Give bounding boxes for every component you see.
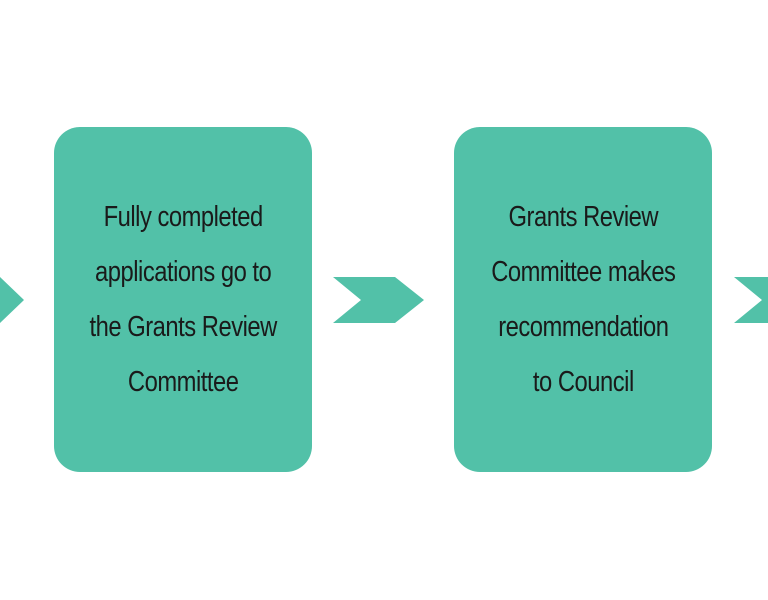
step-box-1: Fully completed applications go to the G… [54, 127, 312, 472]
chevron-arrow-icon-left-edge [0, 277, 24, 323]
step-box-2: Grants Review Committee makes recommenda… [454, 127, 712, 472]
step-1-label: Fully completed applications go to the G… [89, 200, 277, 398]
step-2-label: Grants Review Committee makes recommenda… [490, 200, 676, 398]
chevron-arrow-icon-right-edge [734, 277, 768, 323]
chevron-arrow-icon-middle [333, 277, 424, 323]
